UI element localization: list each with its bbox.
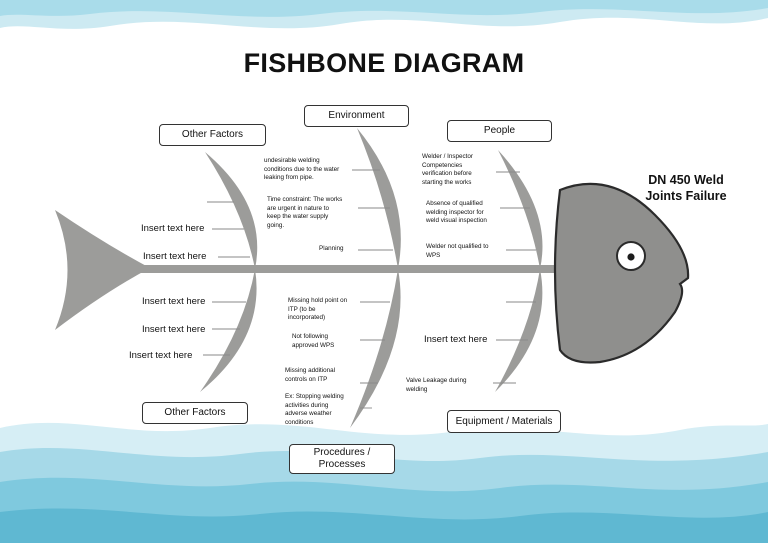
- cause-procedures-3[interactable]: Missing additional controls on ITP: [285, 367, 335, 384]
- cause-line: Welder / Inspector: [422, 153, 473, 160]
- cause-line: Absence of qualified: [426, 200, 483, 207]
- placeholder-text[interactable]: Insert text here: [143, 251, 207, 262]
- procedures-line-2: Processes: [318, 459, 366, 470]
- cause-line: Competencies: [422, 161, 463, 169]
- fish-pupil: [627, 253, 635, 261]
- cause-line: starting the works: [422, 178, 472, 186]
- cause-line: Planning: [319, 245, 344, 252]
- cause-line: verification before: [422, 170, 472, 178]
- cause-environment-2[interactable]: Time constraint: The works are urgent in…: [267, 196, 342, 230]
- top-waves: [0, 0, 768, 29]
- placeholder-text[interactable]: Insert text here: [141, 223, 205, 234]
- cause-line: Time constraint: The works: [267, 196, 343, 203]
- cause-line: incorporated): [288, 314, 326, 322]
- cause-line: ITP (to be: [288, 305, 316, 313]
- placeholder-text[interactable]: Insert text here: [424, 334, 488, 345]
- cause-procedures-2[interactable]: Not following approved WPS: [292, 333, 334, 350]
- category-equipment-materials[interactable]: Equipment / Materials: [447, 410, 561, 433]
- cause-equipment-1[interactable]: Valve Leakage during welding: [406, 377, 466, 394]
- placeholder-text[interactable]: Insert text here: [129, 350, 193, 361]
- fish-spine: [140, 265, 565, 273]
- cause-line: conditions due to the water: [264, 165, 340, 173]
- cause-line: leaking from pipe.: [264, 174, 314, 182]
- placeholder-text[interactable]: Insert text here: [142, 324, 206, 335]
- bone-equipment: [495, 269, 543, 392]
- bone-people: [498, 150, 543, 269]
- cause-line: Ex: Stopping welding: [285, 393, 344, 400]
- cause-line: controls on ITP: [285, 375, 328, 383]
- cause-procedures-4[interactable]: Ex: Stopping welding activities during a…: [285, 393, 344, 427]
- cause-line: conditions: [285, 418, 314, 426]
- cause-line: welding: [406, 385, 428, 393]
- cause-line: Not following: [292, 333, 329, 340]
- cause-line: Valve Leakage during: [406, 377, 467, 384]
- cause-line: undesirable welding: [264, 157, 320, 164]
- category-other-factors-bottom[interactable]: Other Factors: [142, 402, 248, 424]
- cause-line: keep the water supply: [267, 213, 329, 221]
- placeholder-text[interactable]: Insert text here: [142, 296, 206, 307]
- leader-lines: [203, 169, 536, 409]
- bottom-waves: [0, 422, 768, 543]
- cause-line: WPS: [426, 251, 441, 259]
- bone-other-top: [205, 152, 258, 269]
- problem-statement: DN 450 Weld Joints Failure: [630, 172, 742, 204]
- page-title: FISHBONE DIAGRAM: [243, 48, 525, 78]
- fish-head: [553, 182, 690, 364]
- cause-line: activities during: [285, 401, 329, 409]
- problem-line-2: Joints Failure: [645, 189, 727, 203]
- cause-environment-1[interactable]: undesirable welding conditions due to th…: [264, 157, 339, 183]
- cause-environment-3[interactable]: Planning: [319, 245, 344, 254]
- category-environment[interactable]: Environment: [304, 105, 409, 127]
- cause-line: are urgent in nature to: [267, 204, 329, 212]
- category-other-factors-top[interactable]: Other Factors: [159, 124, 266, 146]
- cause-people-3[interactable]: Welder not qualified to WPS: [426, 243, 489, 260]
- bone-environment: [357, 128, 401, 269]
- cause-line: going.: [267, 221, 285, 229]
- cause-line: welding inspector for: [426, 208, 484, 216]
- cause-line: Missing additional: [285, 367, 336, 374]
- cause-line: Missing hold point on: [288, 297, 348, 304]
- cause-line: adverse weather: [285, 410, 332, 418]
- cause-procedures-1[interactable]: Missing hold point on ITP (to be incorpo…: [288, 297, 347, 323]
- cause-line: Welder not qualified to: [426, 243, 489, 250]
- fish-tail: [55, 210, 150, 330]
- procedures-line-1: Procedures /: [313, 447, 371, 458]
- cause-people-1[interactable]: Welder / Inspector Competencies verifica…: [422, 153, 473, 187]
- category-people[interactable]: People: [447, 120, 552, 142]
- bone-procedures: [350, 269, 401, 428]
- problem-line-1: DN 450 Weld: [648, 173, 724, 187]
- cause-line: weld visual inspection: [426, 217, 487, 225]
- cause-people-2[interactable]: Absence of qualified welding inspector f…: [426, 200, 487, 226]
- category-procedures[interactable]: Procedures / Processes: [289, 444, 395, 474]
- cause-line: approved WPS: [292, 341, 335, 349]
- bone-other-bottom: [200, 269, 257, 392]
